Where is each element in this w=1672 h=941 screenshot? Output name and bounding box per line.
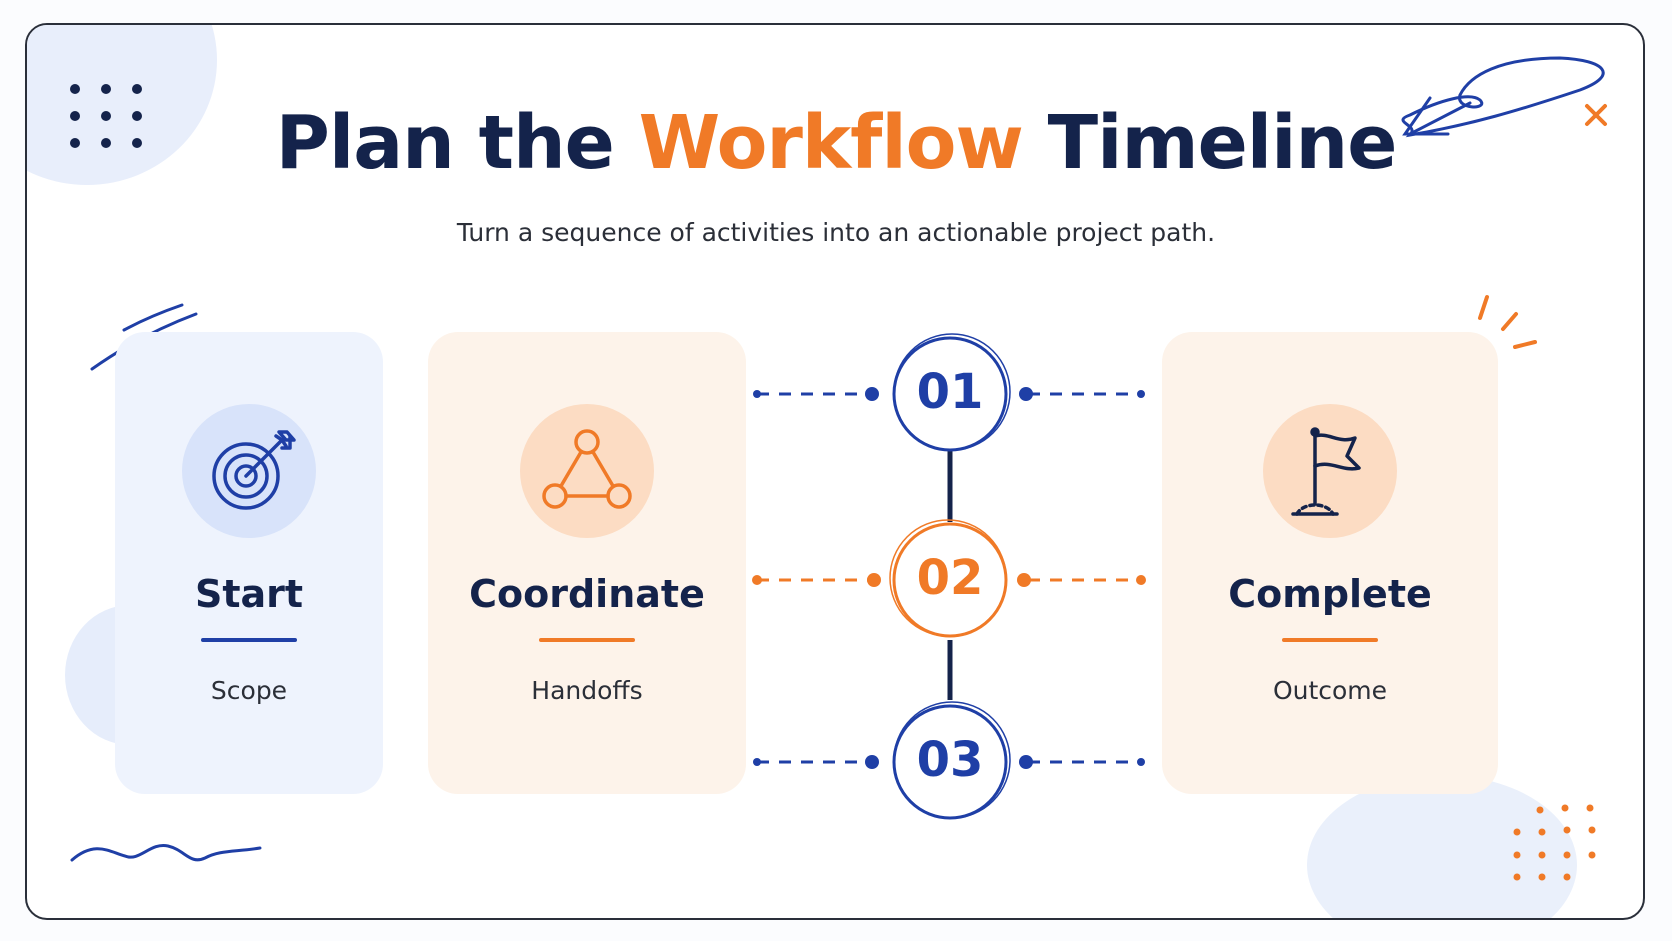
title-prefix: Plan the: [275, 100, 615, 186]
step-circle-02: [889, 519, 1008, 638]
page-subtitle: Turn a sequence of activities into an ac…: [456, 218, 1216, 247]
card-title-complete: Complete: [1228, 572, 1432, 616]
target-icon: [182, 404, 316, 538]
card-underline-complete: [1282, 638, 1378, 642]
title-accent: Workflow: [638, 100, 1024, 186]
card-subtitle-start: Scope: [210, 676, 288, 705]
card-coordinate: Coordinate Handoffs: [428, 332, 746, 794]
title-suffix: Timeline: [1047, 100, 1398, 186]
close-mark-icon: [1585, 104, 1607, 126]
step-label-02: 02: [916, 550, 984, 606]
flag-icon: [1263, 404, 1397, 538]
card-underline-coordinate: [539, 638, 635, 642]
network-icon: [520, 404, 654, 538]
page-title: Plan the Workflow Timeline: [0, 100, 1672, 186]
orange-dot-grid-icon: [1513, 804, 1596, 881]
sparkle-rays-icon: [1478, 295, 1537, 349]
step-circle-01: [892, 333, 1011, 452]
dot-grid-icon: [70, 84, 142, 148]
step-label-01: 01: [916, 364, 984, 420]
card-title-start: Start: [194, 572, 304, 616]
card-subtitle-complete: Outcome: [1272, 676, 1388, 705]
card-subtitle-coordinate: Handoffs: [531, 676, 643, 705]
curved-arrow-icon: [1401, 56, 1605, 138]
card-underline-start: [201, 638, 297, 642]
card-title-coordinate: Coordinate: [469, 572, 705, 616]
card-start: Start Scope: [115, 332, 383, 794]
step-label-03: 03: [916, 732, 984, 788]
step-circle-03: [892, 701, 1011, 820]
decor-blob-bottom-right: [1307, 775, 1577, 918]
squiggle-icon: [70, 844, 262, 862]
card-complete: Complete Outcome: [1162, 332, 1498, 794]
